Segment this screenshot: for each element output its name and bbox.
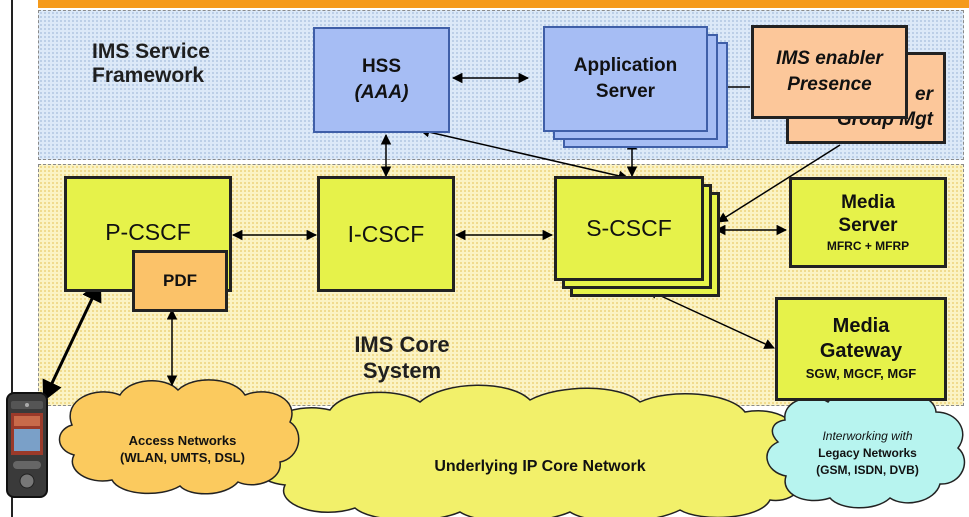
link-enabler-scscf [717, 144, 841, 223]
access-networks-line1: Access Networks [128, 433, 237, 448]
icscf-box[interactable]: I-CSCF [317, 176, 455, 292]
hss-box[interactable]: HSS (AAA) [313, 27, 450, 133]
access-networks-line2: (WLAN, UMTS, DSL) [120, 450, 245, 465]
pdf-box[interactable]: PDF [132, 250, 228, 312]
service-title-line1: IMS Service [92, 40, 210, 63]
ims-enabler-line2: Presence [787, 74, 872, 95]
mobile-phone-icon [5, 391, 49, 499]
ims-enabler-line1: IMS enabler [776, 48, 883, 69]
core-title-line2: System [362, 358, 442, 383]
pcscf-label: P-CSCF [105, 219, 191, 245]
media-server-line2: Server [838, 214, 898, 236]
media-server-box[interactable]: Media Server MFRC + MFRP [789, 177, 947, 268]
core-system-title: IMS Core System [332, 332, 472, 384]
media-gateway-line1: Media [832, 315, 890, 337]
access-networks-label: Access Networks (WLAN, UMTS, DSL) [75, 432, 290, 466]
access-networks-cloud [58, 379, 300, 495]
app-server-line1: Application [573, 55, 678, 76]
link-scscf-mediagateway [647, 289, 775, 349]
media-server-line1: Media [841, 191, 895, 213]
hss-label: HSS [361, 56, 402, 77]
app-server-line2: Server [595, 81, 656, 102]
ip-core-cloud [253, 384, 808, 517]
scscf-box[interactable]: S-CSCF [554, 176, 704, 281]
icscf-label: I-CSCF [347, 220, 425, 247]
legacy-line3: (GSM, ISDN, DVB) [816, 463, 919, 477]
media-gateway-box[interactable]: Media Gateway SGW, MGCF, MGF [775, 297, 947, 401]
legacy-networks-label: Interworking with Legacy Networks (GSM, … [770, 428, 965, 479]
ims-enabler-presence-box[interactable]: IMS enabler Presence [751, 25, 908, 119]
ip-core-network-label: Underlying IP Core Network [434, 458, 646, 475]
media-gateway-line2: Gateway [819, 340, 903, 362]
pdf-label: PDF [163, 271, 197, 290]
application-server-box[interactable]: Application Server [543, 26, 708, 132]
scscf-label: S-CSCF [586, 215, 672, 241]
hss-sublabel: (AAA) [354, 82, 409, 103]
left-frame-line [11, 0, 13, 517]
legacy-line1: Interworking with [822, 429, 913, 443]
link-phone-pcscf [42, 280, 102, 402]
media-gateway-line3: SGW, MGCF, MGF [805, 366, 917, 381]
service-framework-title: IMS Service Framework [92, 40, 210, 88]
core-title-line1: IMS Core [354, 332, 450, 357]
group-mgt-line1: er [915, 84, 933, 105]
link-hss-scscf [418, 127, 630, 181]
legacy-line2: Legacy Networks [818, 446, 917, 460]
top-accent-bar [38, 0, 969, 8]
service-title-line2: Framework [92, 64, 205, 87]
media-server-line3: MFRC + MFRP [826, 238, 910, 253]
